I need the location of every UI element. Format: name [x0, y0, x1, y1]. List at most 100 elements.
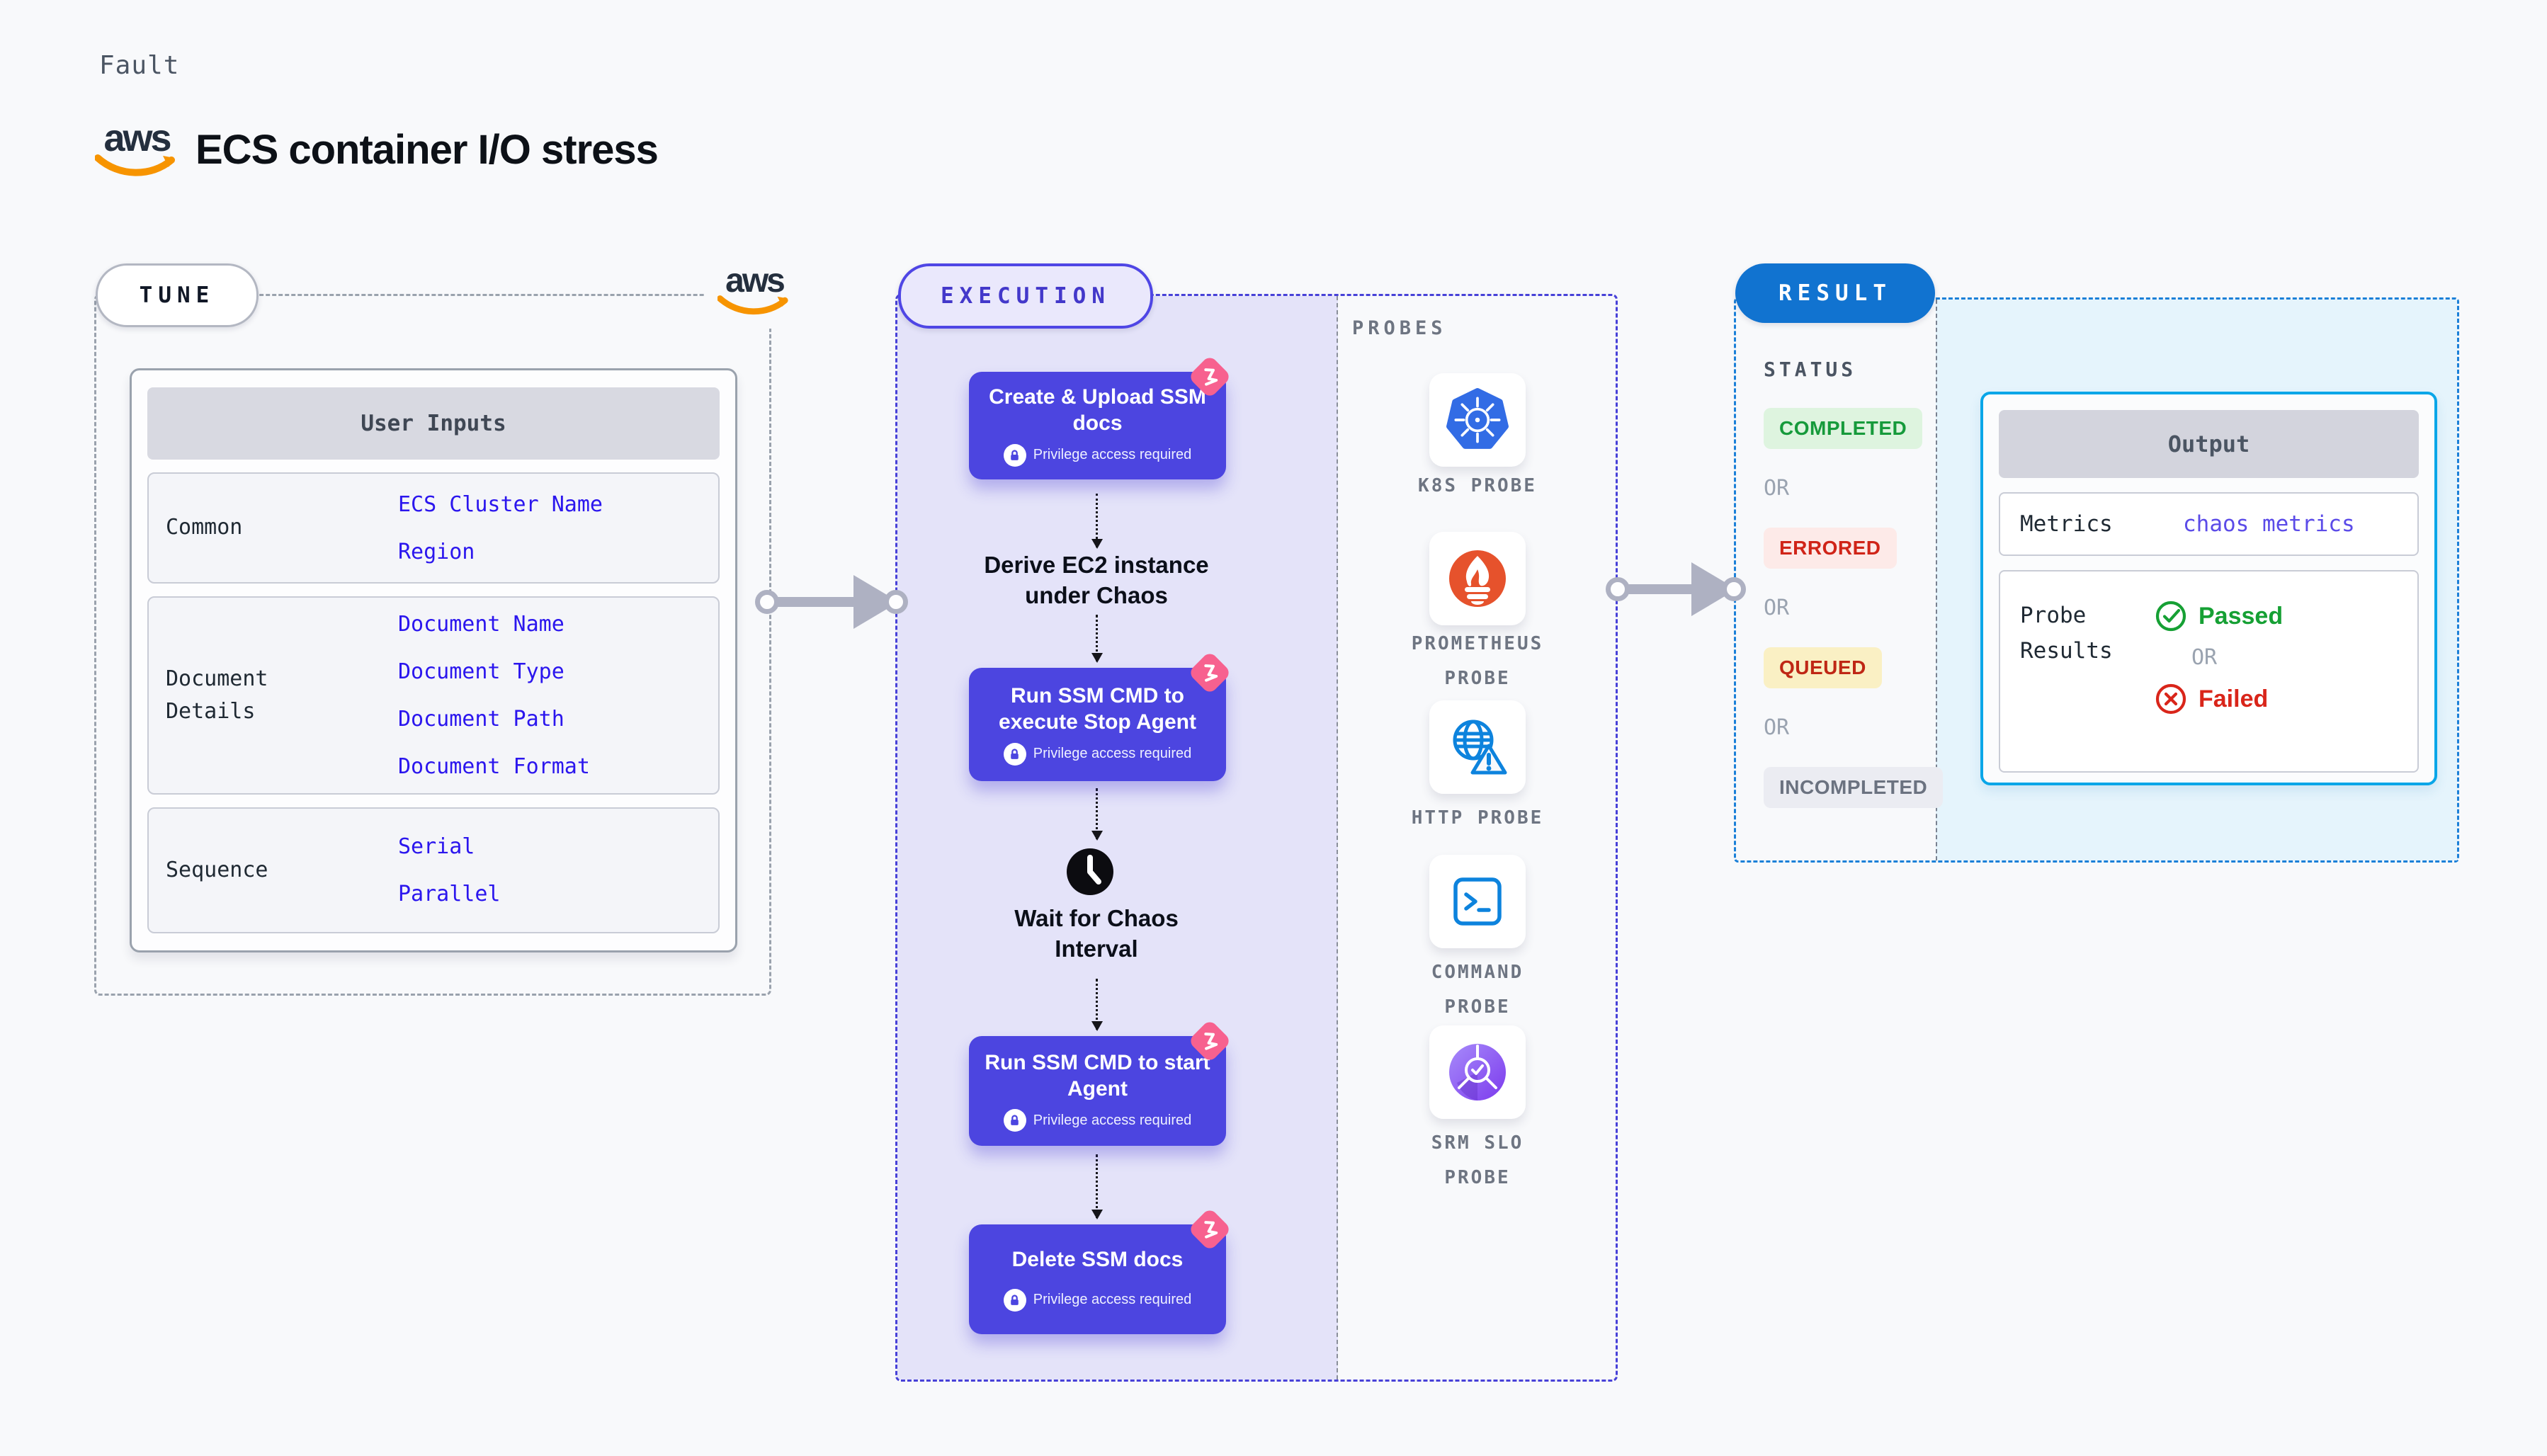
arrow-line — [1618, 584, 1706, 594]
table-row-document-details: Document Details Document Name Document … — [147, 596, 720, 795]
probe-results-row: Probe Results Passed OR Failed — [1999, 570, 2419, 773]
or-label: OR — [2191, 645, 2218, 670]
derive-ec2-label: Derive EC2 instance under Chaos — [984, 552, 1209, 608]
step-card-delete-ssm-docs: Delete SSM docs Privilege access require… — [969, 1210, 1229, 1334]
probes-column-label: PROBES — [1352, 317, 1447, 339]
step-title: Create & Upload SSM docs — [989, 385, 1206, 435]
clock-icon — [1067, 848, 1113, 895]
chaos-pink-icon — [1191, 1022, 1229, 1060]
row-label: Sequence — [166, 857, 268, 882]
row-value: Document Path — [398, 707, 565, 732]
probe-card-k8s — [1429, 373, 1526, 467]
aws-smile-icon — [95, 154, 175, 176]
flow-connector — [1091, 979, 1103, 1031]
probe-label-srm-slo: SRM SLO PROBE — [1431, 1132, 1524, 1189]
status-badge-errored: ERRORED — [1764, 528, 1897, 569]
chaos-pink-icon — [1191, 358, 1229, 396]
check-circle-icon — [2155, 601, 2186, 632]
lock-icon — [1003, 443, 1026, 467]
chaos-pink-icon — [1191, 654, 1229, 692]
step-title: Run SSM CMD to start Agent — [985, 1050, 1210, 1100]
aws-smile-icon — [717, 295, 788, 315]
user-inputs-table: User Inputs Common ECS Cluster Name Regi… — [130, 368, 737, 952]
row-values: Document Name Document Type Document Pat… — [382, 598, 718, 793]
passed-item: Passed — [2155, 600, 2283, 632]
tune-pill: TUNE — [96, 263, 259, 327]
arrow-tune-to-execution — [754, 575, 909, 629]
probe-label-k8s: K8S PROBE — [1418, 475, 1537, 496]
arrow-head-ring — [1722, 577, 1746, 601]
execution-pill: EXECUTION — [898, 263, 1153, 329]
aws-logo: aws — [91, 119, 183, 197]
status-badge-queued: QUEUED — [1764, 647, 1882, 688]
row-value: Serial — [398, 834, 475, 859]
privilege-note: Privilege access required — [1003, 1288, 1191, 1312]
srm-slo-icon — [1449, 1044, 1506, 1100]
row-value: Parallel — [398, 882, 501, 906]
flow-connector — [1091, 494, 1103, 549]
metrics-row: Metrics chaos metrics — [1999, 492, 2419, 556]
metrics-value: chaos metrics — [2183, 511, 2355, 537]
row-label: Common — [166, 515, 243, 540]
probe-card-srm-slo — [1429, 1025, 1526, 1119]
step-card-create-upload-ssm-docs: Create & Upload SSM docs Privilege acces… — [969, 358, 1229, 479]
status-badge-incompleted: INCOMPLETED — [1764, 767, 1944, 808]
status-badge-completed: COMPLETED — [1764, 408, 1923, 449]
arrow-execution-to-result — [1605, 562, 1747, 616]
row-value: Region — [398, 539, 475, 564]
privilege-note: Privilege access required — [1003, 443, 1191, 467]
arrow-tail-ring — [755, 590, 779, 614]
terminal-icon — [1453, 877, 1502, 926]
failed-label: Failed — [2199, 685, 2269, 712]
arrow-tail-ring — [1606, 577, 1630, 601]
passed-label: Passed — [2199, 602, 2284, 630]
row-value: Document Type — [398, 659, 565, 684]
step-card-run-ssm-stop-agent: Run SSM CMD to execute Stop Agent Privil… — [969, 654, 1229, 781]
probe-card-prometheus — [1429, 532, 1526, 625]
result-pill: RESULT — [1735, 263, 1935, 323]
table-header: User Inputs — [147, 387, 720, 460]
probe-card-command — [1429, 855, 1526, 948]
privilege-text: Privilege access required — [1033, 1112, 1192, 1128]
metrics-label: Metrics — [2020, 511, 2113, 537]
status-column: STATUS COMPLETED OR ERRORED OR QUEUED OR… — [1764, 358, 1944, 808]
or-label: OR — [1764, 596, 1790, 620]
aws-logo-small: aws — [705, 255, 804, 329]
step-title: Delete SSM docs — [1011, 1248, 1184, 1272]
lock-icon — [1003, 1109, 1026, 1132]
probe-card-http — [1429, 700, 1526, 794]
chaos-pink-icon — [1191, 1210, 1229, 1249]
tune-section-border — [94, 294, 771, 996]
row-label: Document Details — [166, 666, 268, 724]
probe-results-values: Passed OR Failed — [2155, 598, 2283, 715]
lock-icon — [1003, 742, 1026, 766]
page-title: ECS container I/O stress — [195, 127, 659, 173]
lock-icon — [1003, 1288, 1026, 1312]
flow-connector — [1091, 788, 1103, 841]
privilege-text: Privilege access required — [1033, 746, 1192, 762]
failed-item: Failed — [2155, 683, 2283, 715]
row-values: ECS Cluster Name Region — [382, 474, 718, 582]
row-value: Document Name — [398, 612, 565, 637]
privilege-note: Privilege access required — [1003, 742, 1192, 766]
wait-for-chaos-label: Wait for Chaos Interval — [1014, 905, 1179, 962]
flow-connector — [1091, 615, 1103, 663]
step-card-run-ssm-start-agent: Run SSM CMD to start Agent Privilege acc… — [969, 1022, 1229, 1146]
http-globe-warning-icon — [1453, 720, 1507, 775]
row-values: Serial Parallel — [382, 809, 718, 932]
kubernetes-icon — [1446, 388, 1509, 449]
row-value: Document Format — [398, 754, 590, 779]
output-header: Output — [1999, 410, 2419, 478]
arrow-head-ring — [884, 590, 908, 614]
fault-label: Fault — [99, 51, 180, 80]
arrow-line — [767, 597, 868, 607]
privilege-note: Privilege access required — [1003, 1109, 1192, 1132]
probe-label-http: HTTP PROBE — [1411, 807, 1544, 829]
prometheus-icon — [1449, 550, 1506, 607]
or-label: OR — [1764, 476, 1790, 501]
probe-label-prometheus: PROMETHEUS PROBE — [1411, 633, 1544, 690]
aws-logo-text: aws — [725, 262, 785, 300]
row-value: ECS Cluster Name — [398, 491, 603, 517]
status-label: STATUS — [1764, 358, 1857, 381]
